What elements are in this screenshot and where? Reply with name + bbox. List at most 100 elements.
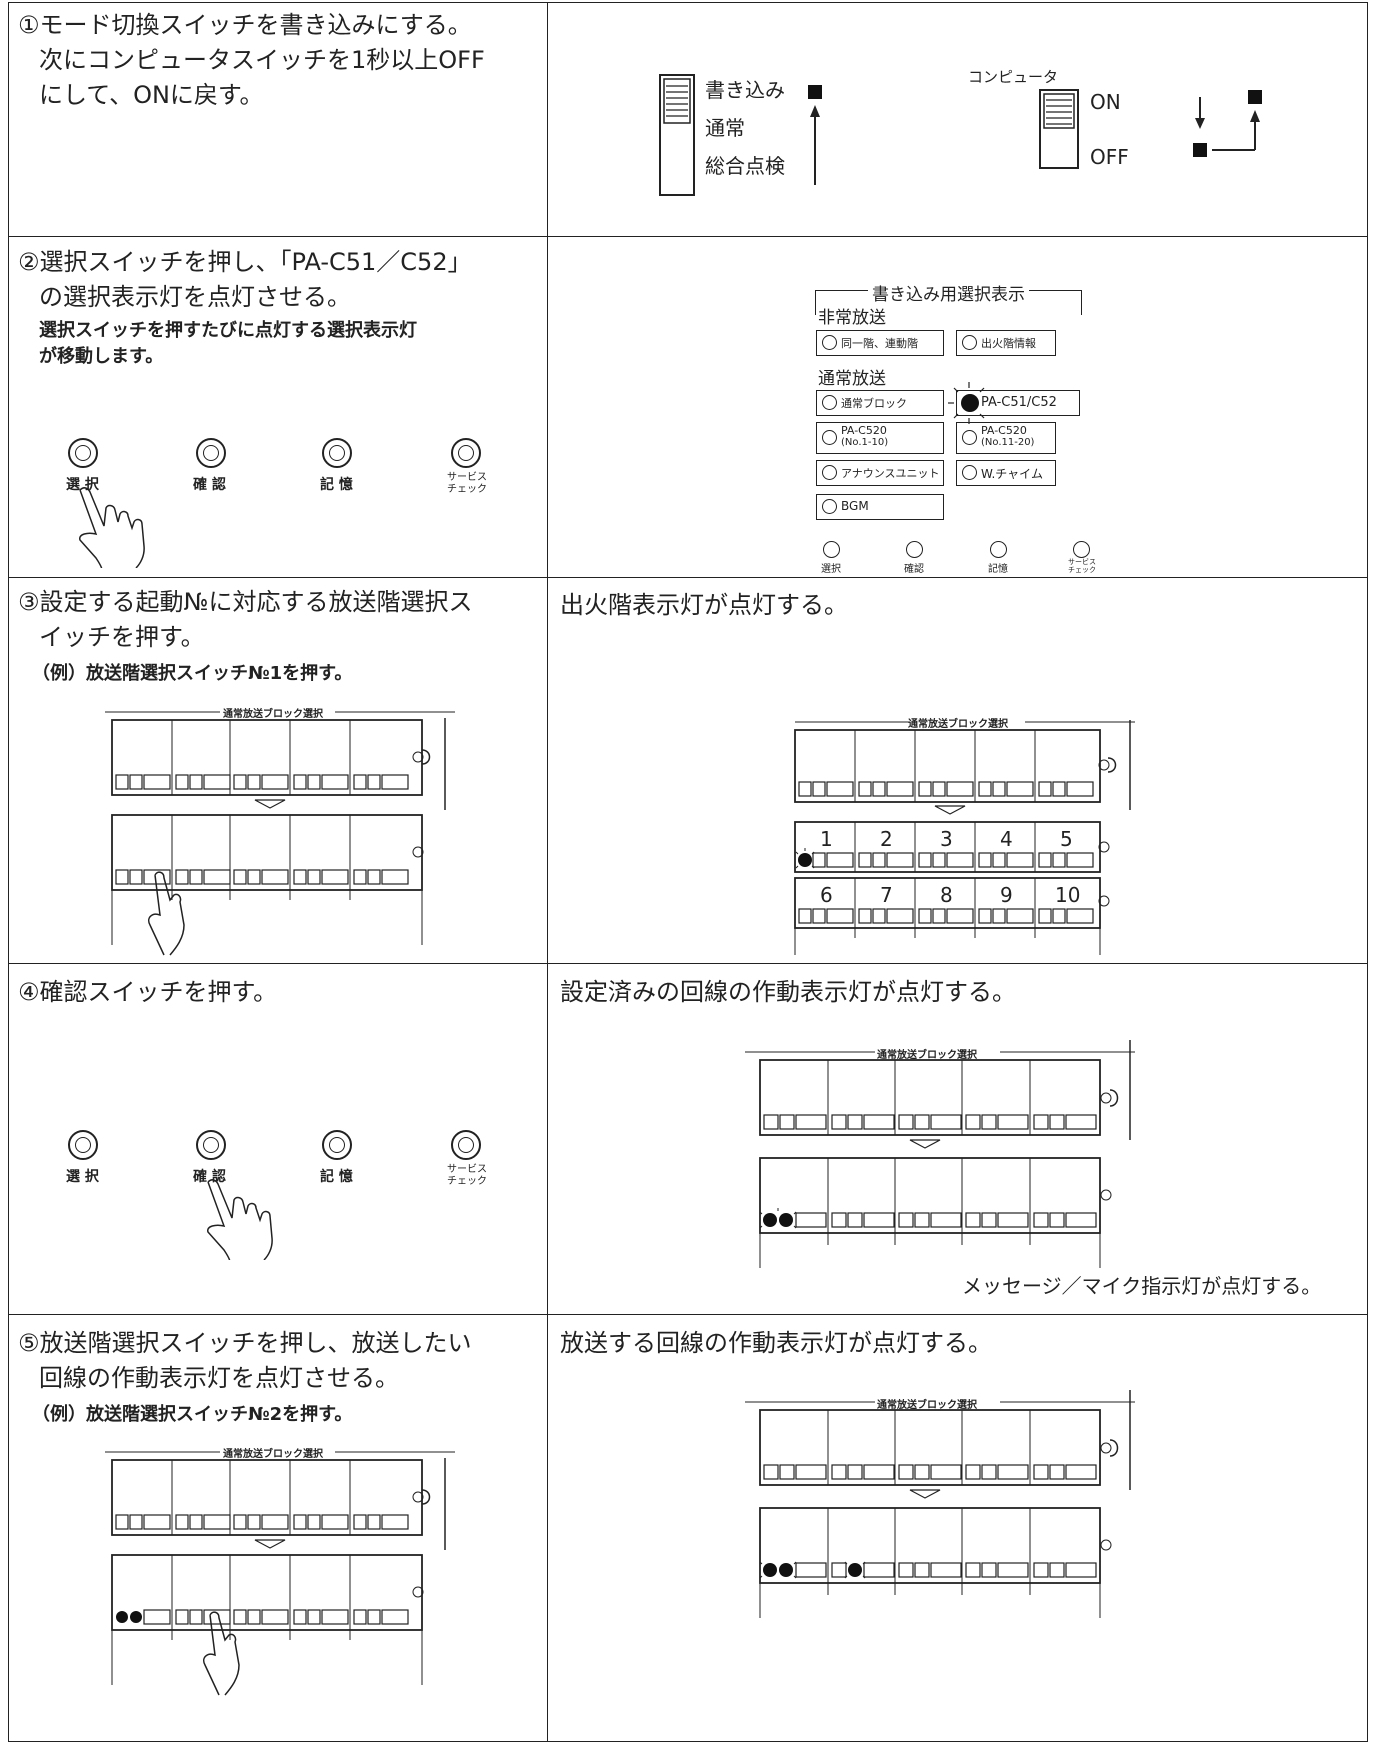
mode-inspect-label: 総合点検 <box>705 154 785 178</box>
option-pa-c520-a[interactable]: PA-C520 (No.1-10) <box>816 422 944 454</box>
option-normal-block-label: 通常ブロック <box>841 397 907 410</box>
mode-write-label: 書き込み <box>705 78 785 102</box>
floor-number: 7 <box>880 883 893 907</box>
confirm-button[interactable] <box>196 1130 226 1160</box>
floor-number: 3 <box>940 827 953 851</box>
option-same-floor-label: 同一階、連動階 <box>841 337 918 350</box>
option-announce-unit-label: アナウンスユニット <box>841 467 940 480</box>
option-w-chime-label: W.チャイム <box>981 467 1043 481</box>
option-lamp-icon <box>822 465 837 480</box>
floor-select-panel <box>794 716 1135 955</box>
floor-number: 1 <box>820 827 833 851</box>
step4-result: 設定済みの回線の作動表示灯が点灯する。 <box>560 978 1016 1006</box>
step1-line1: ①モード切換スイッチを書き込みにする。 <box>18 11 472 39</box>
active-lines-panel-step5 <box>745 1390 1135 1618</box>
option-pa-c520-a-line1: PA-C520 <box>841 424 887 437</box>
hand-pointer-icon <box>79 487 145 568</box>
write-select-title: 書き込み用選択表示 <box>868 280 1029 305</box>
option-lamp-icon <box>822 499 837 514</box>
service-check-button[interactable] <box>451 1130 481 1160</box>
small-service-button[interactable] <box>1073 541 1090 558</box>
service-label-1: サービス <box>447 1164 487 1175</box>
row-divider <box>9 1314 1367 1315</box>
option-fire-floor-info-label: 出火階情報 <box>981 337 1036 350</box>
floor-number: 8 <box>940 883 953 907</box>
option-announce-unit[interactable]: アナウンスユニット <box>816 460 944 486</box>
computer-on-label: ON <box>1090 90 1121 114</box>
block-panel-title: 通常放送ブロック選択 <box>223 709 323 720</box>
select-button[interactable] <box>68 438 98 468</box>
option-pa-c51-label: PA-C51/C52 <box>981 395 1057 410</box>
confirm-label: 確 認 <box>193 477 226 493</box>
step3-line1: ③設定する起動№に対応する放送階選択ス <box>18 588 473 616</box>
step4-line1: ④確認スイッチを押す。 <box>18 978 278 1006</box>
small-confirm-button[interactable] <box>906 541 923 558</box>
normal-broadcast-label: 通常放送 <box>818 369 886 389</box>
small-service-label-1: サービス <box>1068 558 1096 566</box>
floor-number: 4 <box>1000 827 1013 851</box>
option-pa-c520-b-line2: (No.11-20) <box>981 437 1035 448</box>
emergency-label: 非常放送 <box>818 308 886 328</box>
floor-number: 6 <box>820 883 833 907</box>
mode-switch-diagram <box>659 74 822 196</box>
step5-line1: ⑤放送階選択スイッチを押し、放送したい <box>18 1329 472 1357</box>
small-memory-button[interactable] <box>990 541 1007 558</box>
option-lamp-icon <box>962 465 977 480</box>
computer-switch-label: コンピュータ <box>968 68 1059 86</box>
option-pa-c520-b[interactable]: PA-C520 (No.11-20) <box>956 422 1056 454</box>
floor-number: 5 <box>1060 827 1073 851</box>
step5-line2: 回線の作動表示灯を点灯させる。 <box>39 1364 399 1392</box>
option-lamp-icon <box>822 335 837 350</box>
select-button[interactable] <box>68 1130 98 1160</box>
column-divider <box>547 3 548 1741</box>
floor-number: 10 <box>1055 883 1081 907</box>
option-normal-block[interactable]: 通常ブロック <box>816 390 944 416</box>
step5-result: 放送する回線の作動表示灯が点灯する。 <box>560 1329 992 1357</box>
service-label-2: チェック <box>447 484 487 495</box>
step2-line2: の選択表示灯を点灯させる。 <box>39 283 351 311</box>
step4-footer: メッセージ／マイク指示灯が点灯する。 <box>962 1274 1322 1298</box>
option-bgm-label: BGM <box>841 499 869 513</box>
active-panel-title: 通常放送ブロック選択 <box>877 1400 977 1411</box>
step2-line1: ②選択スイッチを押し、「PA-C51／C52」 <box>18 248 472 276</box>
service-check-button[interactable] <box>451 438 481 468</box>
mode-normal-label: 通常 <box>705 116 745 140</box>
small-select-label: 選択 <box>821 564 841 575</box>
option-lamp-icon <box>962 335 977 350</box>
memory-button[interactable] <box>322 1130 352 1160</box>
block-panel-illustration-step5 <box>105 1446 455 1696</box>
hand-pointer-icon <box>207 1179 273 1260</box>
step2-note2: が移動します。 <box>39 346 164 367</box>
instruction-table <box>8 2 1368 1742</box>
small-select-button[interactable] <box>823 541 840 558</box>
step3-line2: イッチを押す。 <box>39 623 205 651</box>
floor-panel-title: 通常放送ブロック選択 <box>908 719 1008 730</box>
small-confirm-label: 確認 <box>904 564 924 575</box>
option-bgm[interactable]: BGM <box>816 494 944 520</box>
block-panel-illustration-step3 <box>105 706 455 956</box>
option-pa-c520-b-line1: PA-C520 <box>981 424 1027 437</box>
floor-number: 2 <box>880 827 893 851</box>
option-lamp-icon <box>962 430 977 445</box>
small-memory-label: 記憶 <box>988 564 1008 575</box>
memory-label: 記 憶 <box>320 477 353 493</box>
row-divider <box>9 236 1367 237</box>
service-label-2: チェック <box>447 1176 487 1187</box>
step5-example: （例）放送階選択スイッチ№2を押す。 <box>32 1404 353 1425</box>
option-w-chime[interactable]: W.チャイム <box>956 460 1056 486</box>
memory-button[interactable] <box>322 438 352 468</box>
option-same-floor[interactable]: 同一階、連動階 <box>816 330 944 356</box>
computer-switch-diagram <box>1039 89 1262 169</box>
row-divider <box>9 963 1367 964</box>
row-divider <box>9 577 1367 578</box>
computer-off-label: OFF <box>1090 145 1129 169</box>
memory-label: 記 憶 <box>320 1169 353 1185</box>
confirm-button[interactable] <box>196 438 226 468</box>
option-fire-floor-info[interactable]: 出火階情報 <box>956 330 1056 356</box>
lit-lamp-icon <box>961 394 979 412</box>
step3-result: 出火階表示灯が点灯する。 <box>560 591 848 619</box>
option-pa-c51[interactable]: PA-C51/C52 <box>956 390 1080 416</box>
small-service-label-2: チェック <box>1068 566 1096 574</box>
step1-line3: にして、ONに戻す。 <box>39 81 264 109</box>
